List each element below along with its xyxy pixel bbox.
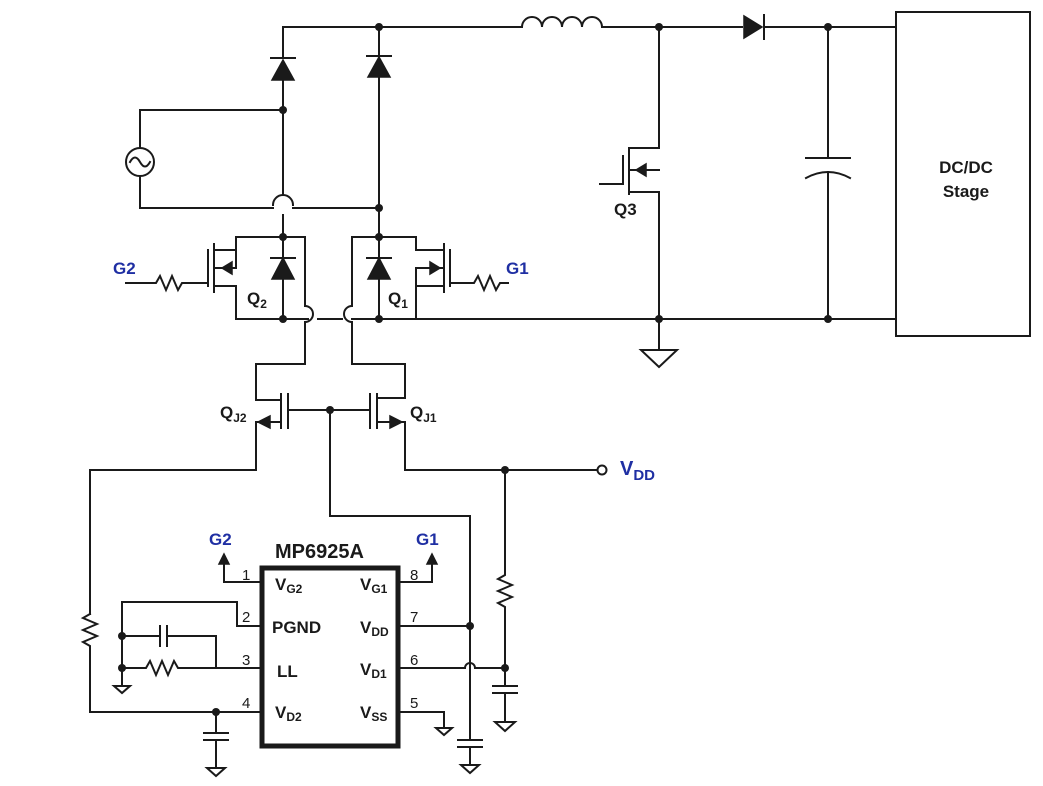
- label-qj2: QJ2: [220, 403, 247, 425]
- jfet-qj1: [351, 321, 599, 471]
- mosfet-q3: [599, 26, 660, 320]
- jfet-qj2: [89, 321, 371, 615]
- pin-number-8: 8: [410, 567, 418, 584]
- g1-output-arrow: [397, 552, 439, 583]
- vdd-resistor: [492, 469, 518, 733]
- ic-body: [259, 565, 401, 749]
- label-q2: Q2: [247, 289, 267, 311]
- boost-inductor: [520, 16, 604, 29]
- pin-name-vss: VSS: [360, 703, 387, 724]
- label-q1: Q1: [388, 289, 408, 311]
- pin-number-6: 6: [410, 652, 418, 669]
- gate-resistor-g1: [449, 273, 509, 293]
- label-dcdc-line2: Stage: [943, 182, 989, 201]
- label-q3: Q3: [614, 200, 637, 219]
- output-capacitor: [804, 26, 852, 320]
- ground-symbol-main: [638, 318, 680, 369]
- pin-number-1: 1: [242, 567, 250, 584]
- pin-number-7: 7: [410, 609, 418, 626]
- pin-name-vg2: VG2: [275, 575, 303, 596]
- vd2-capacitor: [203, 711, 229, 778]
- ic-right-wiring: [397, 625, 506, 775]
- bridge-diode-left: [270, 26, 296, 238]
- pgnd-ll-network: [111, 601, 263, 695]
- pin-number-5: 5: [410, 695, 418, 712]
- pin-name-vd2: VD2: [275, 703, 302, 724]
- pin-name-ll: LL: [277, 662, 298, 681]
- junction-dots: [118, 23, 832, 716]
- label-vdd: VDD: [620, 458, 655, 484]
- pin-number-3: 3: [242, 652, 250, 669]
- label-dcdc-line1: DC/DC: [939, 158, 993, 177]
- label-g2: G2: [113, 259, 136, 278]
- pin-number-2: 2: [242, 609, 250, 626]
- output-diode: [743, 14, 765, 40]
- label-g1: G1: [506, 259, 529, 278]
- gate-resistor-g2: [125, 273, 209, 293]
- ac-source: [125, 109, 380, 209]
- pin-name-pgnd: PGND: [272, 618, 321, 637]
- ic-name: MP6925A: [275, 541, 364, 563]
- label-qj1: QJ1: [410, 403, 437, 425]
- vd2-resistor: [80, 612, 263, 713]
- g2-output-arrow: [217, 552, 263, 583]
- pin-name-vdd: VDD: [360, 618, 389, 639]
- ic-label-g2: G2: [209, 530, 232, 549]
- pin-number-4: 4: [242, 695, 250, 712]
- vdd-terminal: [596, 464, 608, 476]
- pin-name-vg1: VG1: [360, 575, 388, 596]
- dcdc-stage-box: [895, 11, 1031, 337]
- pin-name-vd1: VD1: [360, 660, 387, 681]
- ic-label-g1: G1: [416, 530, 439, 549]
- mosfet-q1: [343, 236, 451, 324]
